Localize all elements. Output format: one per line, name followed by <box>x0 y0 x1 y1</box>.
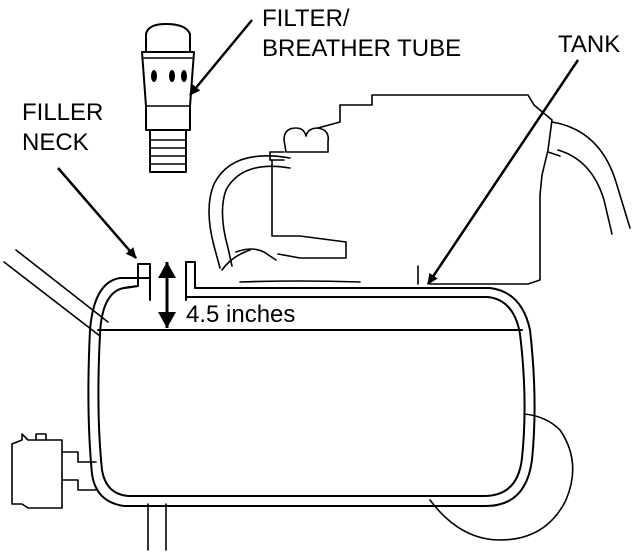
side-fitting <box>11 433 97 509</box>
filter-label-line1: FILTER/ <box>262 5 350 32</box>
measurement-label: 4.5 inches <box>186 301 295 328</box>
filler-neck-label-line1: FILLER <box>22 99 103 126</box>
filter-label-line2: BREATHER TUBE <box>262 35 461 62</box>
filter-breather-tube <box>141 23 195 173</box>
tank-label: TANK <box>558 31 620 58</box>
engine-outline <box>208 94 631 285</box>
wheel <box>429 413 574 541</box>
filter-leader <box>189 19 253 96</box>
filler-neck-label-line2: NECK <box>22 129 89 156</box>
drain-pipe <box>147 503 167 551</box>
filler-neck-leader <box>57 167 137 259</box>
tank-leader <box>426 59 580 285</box>
measurement-arrow <box>158 262 176 328</box>
frame-rails <box>3 249 109 337</box>
tank <box>87 261 536 507</box>
leader-lines <box>57 19 580 285</box>
